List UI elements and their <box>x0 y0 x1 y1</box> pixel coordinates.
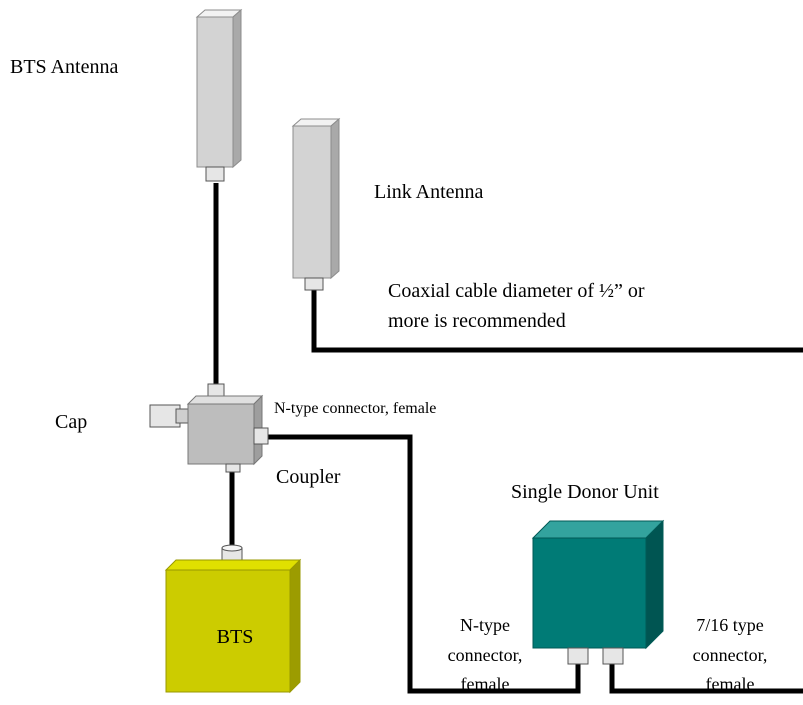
label-n-connector-coupler: N-type connector, female <box>274 400 437 417</box>
label-7-16-2: connector, <box>692 645 768 665</box>
label-n-type-2: connector, <box>447 645 523 665</box>
cable-coupler-to-donor <box>268 434 581 694</box>
label-7-16-1: 7/16 type <box>696 615 764 635</box>
label-cap: Cap <box>55 411 88 433</box>
label-cable-note-1: Coaxial cable diameter of ½” or <box>388 280 645 302</box>
cables <box>213 183 803 694</box>
coupler <box>149 383 269 473</box>
cable-donor-7-16 <box>609 664 803 694</box>
donor-7-16-connector <box>602 647 624 665</box>
link-antenna <box>291 117 341 291</box>
bts-antenna <box>195 8 243 182</box>
label-single-donor-unit: Single Donor Unit <box>511 481 659 503</box>
label-7-16-3: female <box>705 674 755 694</box>
label-bts-antenna: BTS Antenna <box>10 56 119 78</box>
label-cable-note-2: more is recommended <box>388 310 566 332</box>
label-bts: BTS <box>216 626 254 648</box>
label-n-type-3: female <box>460 674 510 694</box>
label-link-antenna: Link Antenna <box>374 181 484 203</box>
label-coupler: Coupler <box>276 466 341 488</box>
donor-n-connector <box>567 647 589 665</box>
donor-unit <box>531 519 665 665</box>
cable-link-antenna <box>311 288 803 353</box>
label-n-type-1: N-type <box>460 615 510 635</box>
bts-box <box>164 544 302 694</box>
